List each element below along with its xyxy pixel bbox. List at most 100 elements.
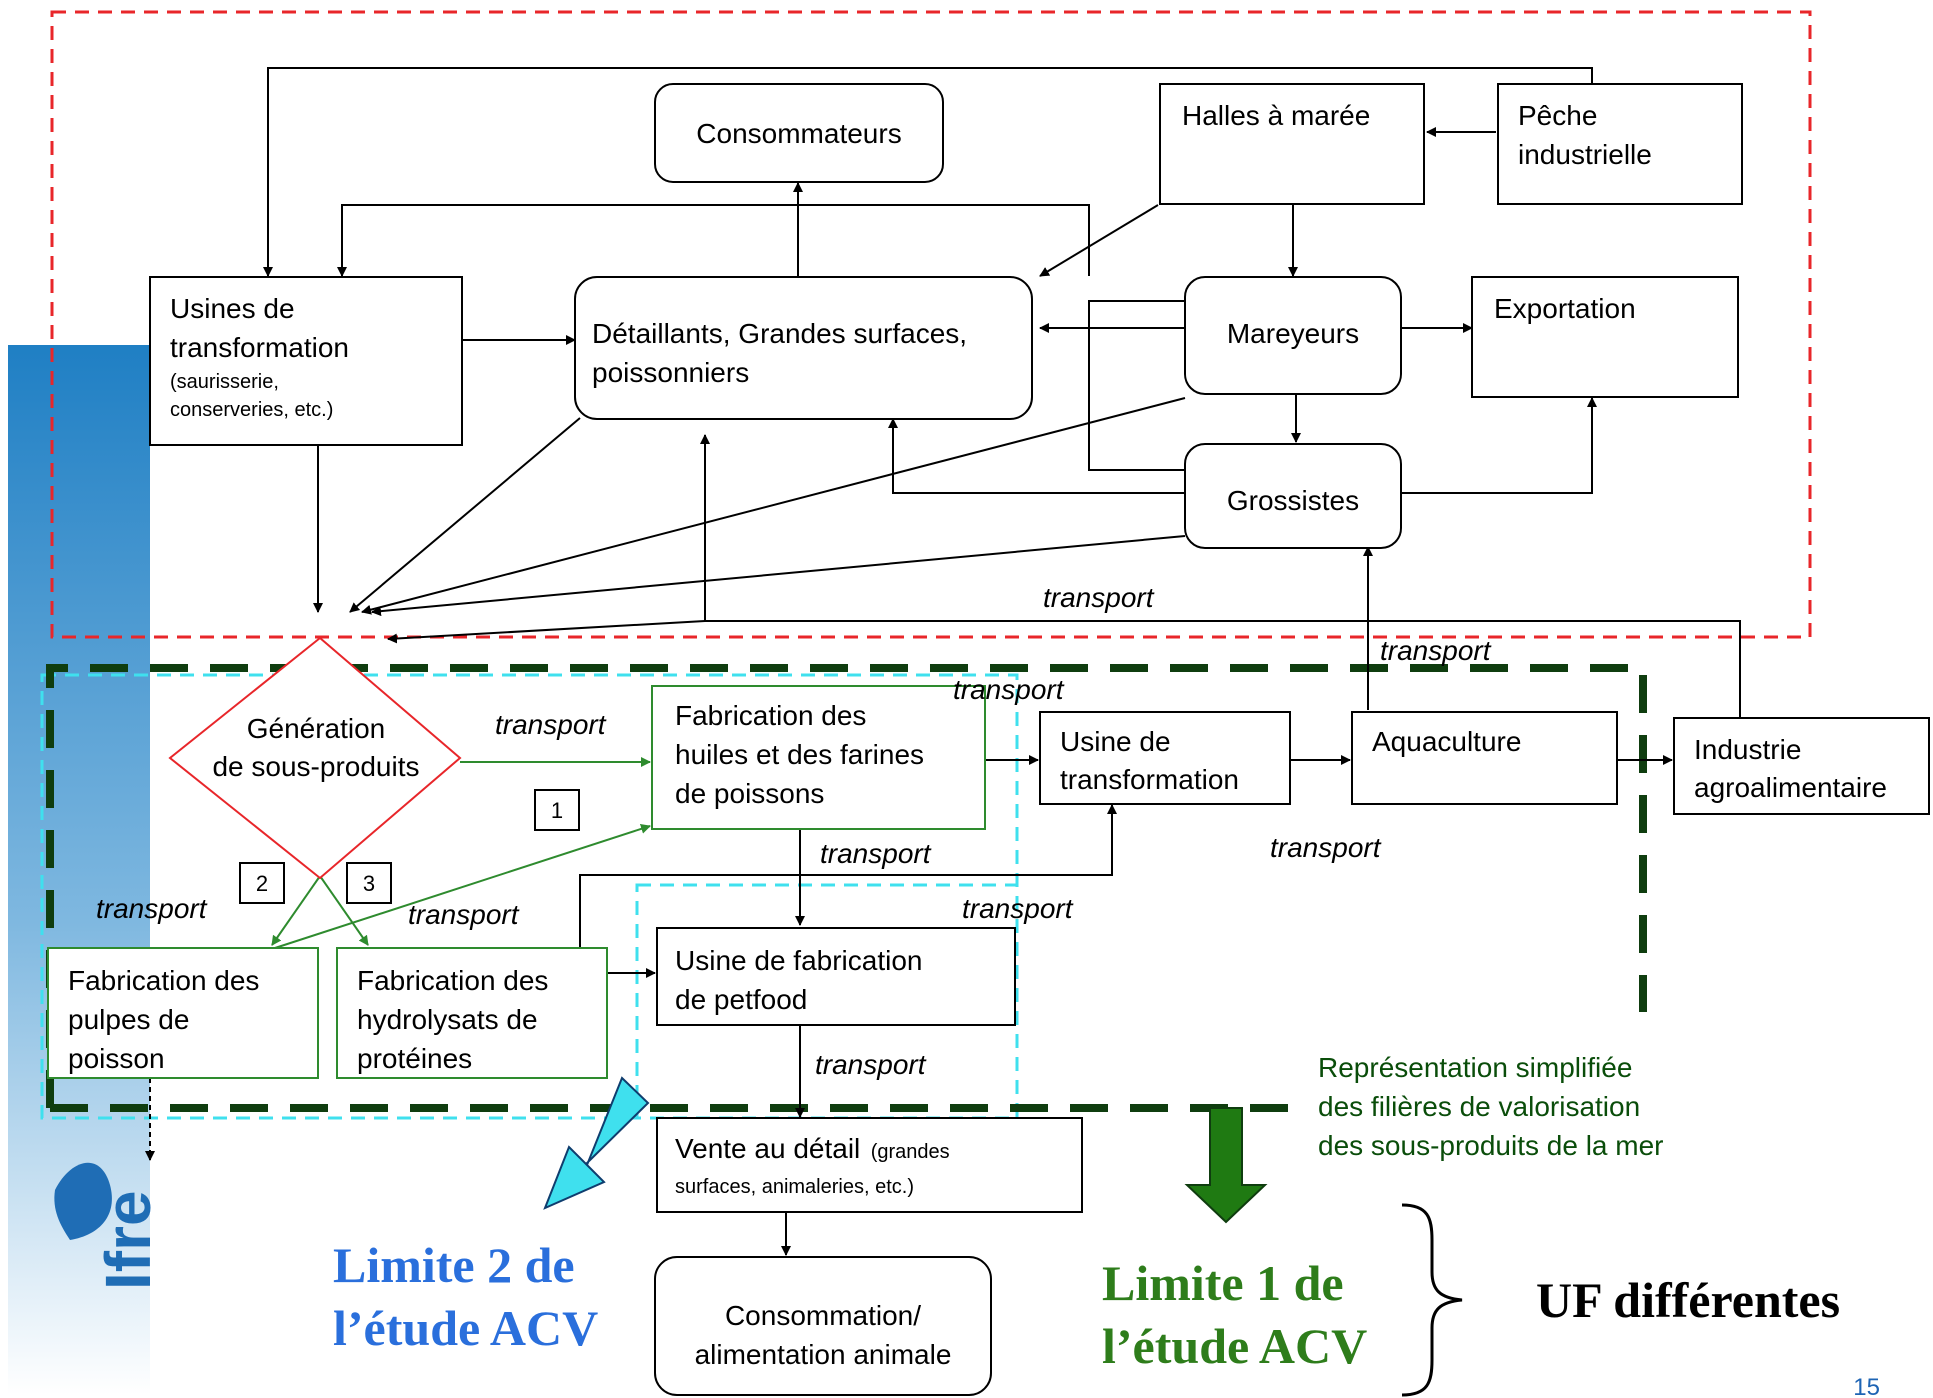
- node-vente-label: Vente au détail: [675, 1133, 860, 1164]
- node-pulpes-line3: poisson: [68, 1043, 165, 1074]
- edge-generation-hydrolysats: [319, 875, 369, 946]
- red-boundary: [50, 10, 1812, 639]
- transport-label: transport: [962, 893, 1074, 924]
- transport-label: transport: [953, 674, 1065, 705]
- node-petfood-line2: de petfood: [675, 984, 807, 1015]
- node-consommation: Consommation/ alimentation animale: [654, 1256, 992, 1396]
- node-generation-diamond: [168, 636, 462, 880]
- node-pulpes-line2: pulpes de: [68, 1004, 189, 1035]
- node-consommateurs-label: Consommateurs: [696, 118, 901, 149]
- node-grossistes: Grossistes: [1184, 443, 1402, 549]
- node-halles-box: [1159, 83, 1425, 205]
- edge-industrie-generation: [387, 620, 706, 644]
- node-usine-transfo: Usine de transformation: [1039, 711, 1291, 805]
- green-boundary: [46, 664, 1647, 1108]
- node-industrie-line1: Industrie: [1694, 734, 1801, 765]
- green-arrow-icon: [1184, 1107, 1268, 1224]
- limite2-label: Limite 2 de l’étude ACV: [333, 1237, 598, 1356]
- node-huiles-line1: Fabrication des: [675, 700, 866, 731]
- logo-shape: [54, 1162, 112, 1240]
- node-vente-line1: Vente au détail (grandes: [675, 1133, 950, 1164]
- transport-label: transport: [815, 1049, 927, 1080]
- node-grossistes-label: Grossistes: [1227, 485, 1359, 516]
- legend-line3: des sous-produits de la mer: [1318, 1130, 1664, 1161]
- node-detaillants: Détaillants, Grandes surfaces, poissonni…: [574, 276, 1033, 420]
- node-aquaculture-box: [1351, 711, 1618, 805]
- node-aquaculture: Aquaculture: [1351, 711, 1618, 805]
- number-3: 3: [346, 862, 392, 904]
- legend-line2: des filières de valorisation: [1318, 1091, 1640, 1122]
- node-usine-transfo-line1: Usine de: [1060, 726, 1171, 757]
- node-usine-transfo-box: [1039, 711, 1291, 805]
- page-number: 15: [1853, 1374, 1880, 1398]
- logo-text: Ifre: [92, 1190, 164, 1290]
- node-vente: Vente au détail (grandes surfaces, anima…: [656, 1117, 1083, 1213]
- node-detaillants-line2: poissonniers: [592, 357, 749, 388]
- node-consommation-box: [654, 1256, 992, 1396]
- connectors-bottom: [145, 755, 1673, 1256]
- number-1-box: [534, 789, 580, 831]
- node-mareyeurs-label: Mareyeurs: [1227, 318, 1359, 349]
- number-2-label: 2: [256, 871, 268, 896]
- node-consommateurs: Consommateurs: [654, 83, 944, 183]
- edge-detaillants-generation: [349, 417, 581, 613]
- ifremer-logo: Ifre: [54, 1162, 164, 1290]
- limite2-line2: l’étude ACV: [333, 1300, 598, 1356]
- node-detaillants-box: [574, 276, 1033, 420]
- node-petfood-box: [656, 927, 1016, 1026]
- edge-left-mareyeurs-grossistes: [1088, 300, 1185, 471]
- node-consommation-line1: Consommation/: [725, 1300, 921, 1331]
- node-hydrolysats-line3: protéines: [357, 1043, 472, 1074]
- cyan-arrow-icon: [543, 1076, 650, 1210]
- transport-label: transport: [408, 899, 520, 930]
- cyan-boundary-inner: [635, 883, 1019, 1120]
- node-vente-sub1: (grandes: [871, 1141, 950, 1163]
- limite1-line1: Limite 1 de: [1102, 1255, 1344, 1311]
- edge-pulpes-huiles: [274, 824, 651, 949]
- node-industrie-line2: agroalimentaire: [1694, 772, 1887, 803]
- node-pulpes-box: [47, 947, 319, 1079]
- node-usine-transfo-line2: transformation: [1060, 764, 1239, 795]
- node-generation-line1: Génération: [247, 713, 386, 744]
- edge-industrie-return: [700, 434, 1741, 718]
- node-vente-box: [656, 1117, 1083, 1213]
- node-mareyeurs-box: [1184, 276, 1402, 395]
- edge-grossistes-generation: [371, 535, 1186, 617]
- node-detaillants-line1: Détaillants, Grandes surfaces,: [592, 318, 967, 349]
- edge-mareyeurs-generation: [361, 397, 1186, 615]
- limite1-label: Limite 1 de l’étude ACV: [1102, 1255, 1367, 1374]
- connectors-top: [263, 67, 1741, 718]
- node-huiles-line3: de poissons: [675, 778, 824, 809]
- node-hydrolysats-box: [336, 947, 608, 1079]
- node-vente-sub2: surfaces, animaleries, etc.): [675, 1176, 914, 1198]
- node-exportation-box: [1471, 276, 1739, 398]
- node-peche-line1: Pêche: [1518, 100, 1597, 131]
- number-1: 1: [534, 789, 580, 831]
- node-exportation-label: Exportation: [1494, 293, 1636, 324]
- transport-label: transport: [495, 709, 607, 740]
- node-usines-sub2: conserveries, etc.): [170, 399, 333, 421]
- transport-label: transport: [96, 893, 208, 924]
- transport-label: transport: [1043, 582, 1155, 613]
- node-peche-box: [1497, 83, 1743, 205]
- node-huiles: Fabrication des huiles et des farines de…: [651, 685, 986, 830]
- node-usines-sub1: (saurisserie,: [170, 371, 279, 393]
- edge-generation-pulpes: [271, 875, 321, 946]
- node-huiles-box: [651, 685, 986, 830]
- edge-grossistes-detaillants: [888, 418, 1185, 494]
- legend: Représentation simplifiée des filières d…: [1318, 1052, 1664, 1161]
- node-halles: Halles à marée: [1159, 83, 1425, 205]
- transport-label: transport: [1380, 635, 1492, 666]
- node-petfood-line1: Usine de fabrication: [675, 945, 922, 976]
- node-peche-line2: industrielle: [1518, 139, 1652, 170]
- edge-hydrolysats-usine: [579, 804, 1117, 950]
- edge-peche-usines: [263, 67, 1593, 277]
- node-usines: Usines de transformation (saurisserie, c…: [149, 276, 463, 446]
- node-mareyeurs: Mareyeurs: [1184, 276, 1402, 395]
- edge-halles-detaillants: [1039, 204, 1159, 277]
- node-pulpes: Fabrication des pulpes de poisson: [47, 947, 319, 1079]
- curly-brace: [1401, 1203, 1463, 1397]
- node-usines-box: [149, 276, 463, 446]
- number-3-label: 3: [363, 871, 375, 896]
